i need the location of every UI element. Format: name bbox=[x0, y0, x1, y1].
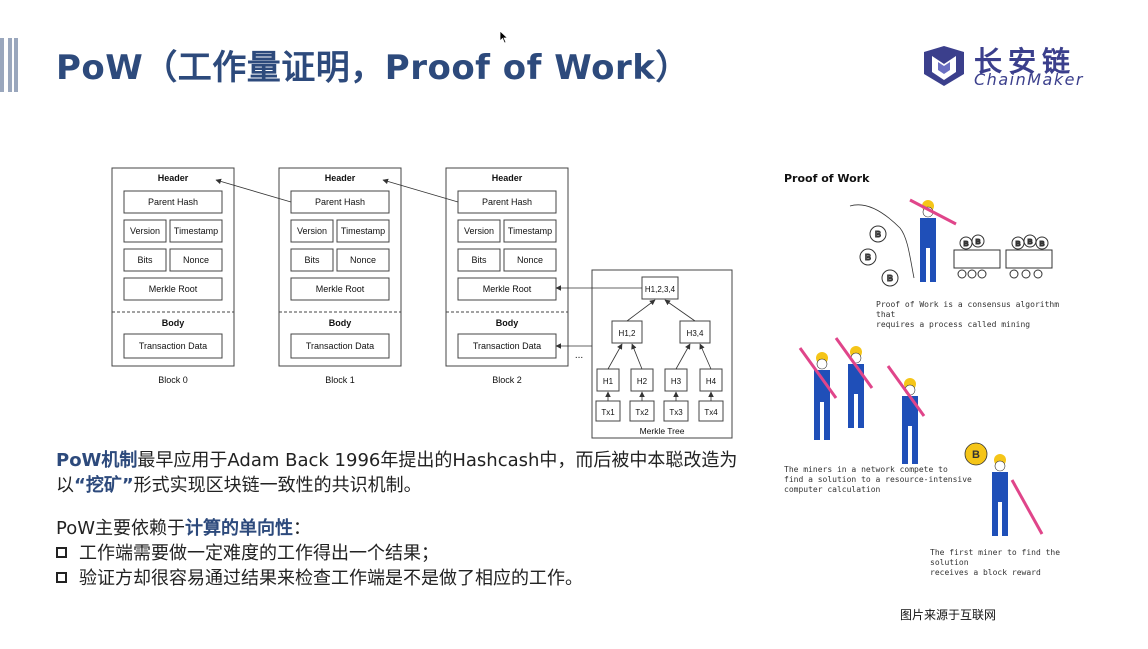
parent-hash-arrow bbox=[215, 178, 292, 203]
caption-line: find a solution to a resource-intensive bbox=[784, 475, 972, 484]
bitcoin-icon: B bbox=[875, 230, 881, 239]
block-label: Block 1 bbox=[325, 375, 355, 385]
intro-text: 最早应用于Adam Back 1996年提出的Hashcash中，而后被中本聪改… bbox=[56, 450, 738, 496]
merkle-node: H1,2 bbox=[619, 329, 636, 338]
bits-label: Bits bbox=[304, 255, 320, 265]
merkle-leaf: H2 bbox=[637, 377, 648, 386]
bullet-item: 工作端需要做一定难度的工作得出一个结果； bbox=[56, 541, 583, 566]
block-label: Block 2 bbox=[492, 375, 522, 385]
illustration-title: Proof of Work bbox=[784, 172, 870, 185]
bullet-item: 验证方却很容易通过结果来检查工作端是不是做了相应的工作。 bbox=[56, 566, 583, 591]
merkle-tree-label: Merkle Tree bbox=[640, 426, 685, 436]
block-header-label: Header bbox=[492, 173, 523, 183]
dependency-prefix: PoW主要依赖于 bbox=[56, 518, 186, 539]
caption-line: requires a process called mining bbox=[876, 320, 1031, 329]
version-label: Version bbox=[130, 226, 160, 236]
caption-line: receives a block reward bbox=[930, 568, 1041, 577]
bits-label: Bits bbox=[137, 255, 153, 265]
block-0: Header Parent Hash Version Timestamp Bit… bbox=[111, 167, 235, 385]
bitcoin-icon: B bbox=[865, 253, 871, 262]
bullet-text: 验证方却很容易通过结果来检查工作端是不是做了相应的工作。 bbox=[79, 568, 583, 589]
mining-quote: “挖矿” bbox=[74, 475, 134, 496]
merkle-tx: Tx4 bbox=[704, 408, 718, 417]
intro-text-end: 形式实现区块链一致性的共识机制。 bbox=[133, 475, 422, 496]
parent-hash-label: Parent Hash bbox=[148, 197, 198, 207]
intro-paragraph: PoW机制最早应用于Adam Back 1996年提出的Hashcash中，而后… bbox=[56, 448, 776, 498]
bitcoin-icon: B bbox=[1039, 241, 1044, 248]
caption-1: Proof of Work is a consensus algorithm t… bbox=[876, 300, 1080, 330]
timestamp-label: Timestamp bbox=[174, 226, 218, 236]
nonce-label: Nonce bbox=[183, 255, 209, 265]
block-body-label: Body bbox=[496, 318, 519, 328]
bitcoin-icon: B bbox=[887, 274, 893, 283]
block-label: Block 0 bbox=[158, 375, 188, 385]
checkbox-bullet-icon bbox=[56, 572, 67, 583]
dependency-paragraph: PoW主要依赖于计算的单向性： 工作端需要做一定难度的工作得出一个结果； 验证方… bbox=[56, 516, 583, 591]
merkle-leaf: H3 bbox=[671, 377, 682, 386]
block-header-label: Header bbox=[158, 173, 189, 183]
merkle-tx: Tx1 bbox=[601, 408, 615, 417]
merkle-root-label: Merkle Root bbox=[316, 284, 365, 294]
caption-3: The first miner to find the solution rec… bbox=[930, 548, 1080, 578]
caption-line: Proof of Work is a consensus algorithm t… bbox=[876, 300, 1060, 319]
page-title: PoW（工作量证明，Proof of Work） bbox=[56, 48, 690, 88]
chainmaker-logo: 长安链 ChainMaker bbox=[920, 44, 1110, 89]
version-label: Version bbox=[297, 226, 327, 236]
pow-illustration: Proof of Work B B B B B B B bbox=[780, 168, 1080, 588]
caption-line: computer calculation bbox=[784, 485, 881, 494]
bullet-text: 工作端需要做一定难度的工作得出一个结果； bbox=[79, 543, 439, 564]
transaction-data-label: Transaction Data bbox=[306, 341, 374, 351]
merkle-root-label: Merkle Root bbox=[483, 284, 532, 294]
version-label: Version bbox=[464, 226, 494, 236]
one-way-highlight: 计算的单向性 bbox=[185, 518, 294, 539]
winning-miner: B bbox=[964, 442, 1044, 536]
merkle-node: H3,4 bbox=[687, 329, 704, 338]
merkle-root-label: Merkle Root bbox=[149, 284, 198, 294]
merkle-root-node: H1,2,3,4 bbox=[645, 285, 676, 294]
parent-hash-arrow bbox=[382, 178, 459, 203]
bitcoin-icon: B bbox=[1027, 239, 1032, 246]
merkle-leaf: H1 bbox=[603, 377, 614, 386]
nonce-label: Nonce bbox=[350, 255, 376, 265]
logo-en-text: ChainMaker bbox=[974, 70, 1084, 89]
image-source-note: 图片来源于互联网 bbox=[900, 608, 997, 622]
dependency-suffix: ： bbox=[293, 518, 312, 539]
timestamp-label: Timestamp bbox=[341, 226, 385, 236]
competing-miners bbox=[798, 337, 926, 464]
ellipsis: ... bbox=[575, 350, 583, 361]
bitcoin-icon: B bbox=[963, 241, 968, 248]
logo-mark-icon bbox=[924, 46, 964, 86]
transaction-data-label: Transaction Data bbox=[139, 341, 207, 351]
bitcoin-icon: B bbox=[972, 449, 980, 461]
block-2: Header Parent Hash Version Timestamp Bit… bbox=[445, 167, 569, 385]
block-body-label: Body bbox=[329, 318, 352, 328]
bitcoin-icon: B bbox=[1015, 241, 1020, 248]
block-header-label: Header bbox=[325, 173, 356, 183]
pow-mechanism-highlight: PoW机制 bbox=[56, 450, 138, 471]
merkle-tx: Tx2 bbox=[635, 408, 649, 417]
transaction-data-label: Transaction Data bbox=[473, 341, 541, 351]
timestamp-label: Timestamp bbox=[508, 226, 552, 236]
merkle-leaf: H4 bbox=[706, 377, 717, 386]
caption-2: The miners in a network compete to find … bbox=[784, 465, 972, 495]
block-1: Header Parent Hash Version Timestamp Bit… bbox=[278, 167, 402, 385]
checkbox-bullet-icon bbox=[56, 547, 67, 558]
blockchain-diagram: Header Parent Hash Version Timestamp Bit… bbox=[111, 167, 733, 439]
merkle-tx: Tx3 bbox=[669, 408, 683, 417]
caption-line: The first miner to find the solution bbox=[930, 548, 1061, 567]
miner-figure bbox=[909, 198, 957, 282]
parent-hash-label: Parent Hash bbox=[482, 197, 532, 207]
bitcoin-icon: B bbox=[975, 239, 980, 246]
logo-cn-text: 长安链 bbox=[974, 45, 1077, 78]
mouse-cursor-icon bbox=[499, 30, 509, 44]
block-body-label: Body bbox=[162, 318, 185, 328]
merkle-tree: H1,2,3,4 H1,2 H3,4 H1 H2 H3 H4 Tx1 Tx2 T… bbox=[591, 269, 733, 439]
bits-label: Bits bbox=[471, 255, 487, 265]
parent-hash-label: Parent Hash bbox=[315, 197, 365, 207]
miners-illustration: B B B B B B B B bbox=[798, 198, 1053, 536]
nonce-label: Nonce bbox=[517, 255, 543, 265]
mine-carts: B B B B B bbox=[953, 234, 1053, 279]
caption-line: The miners in a network compete to bbox=[784, 465, 948, 474]
